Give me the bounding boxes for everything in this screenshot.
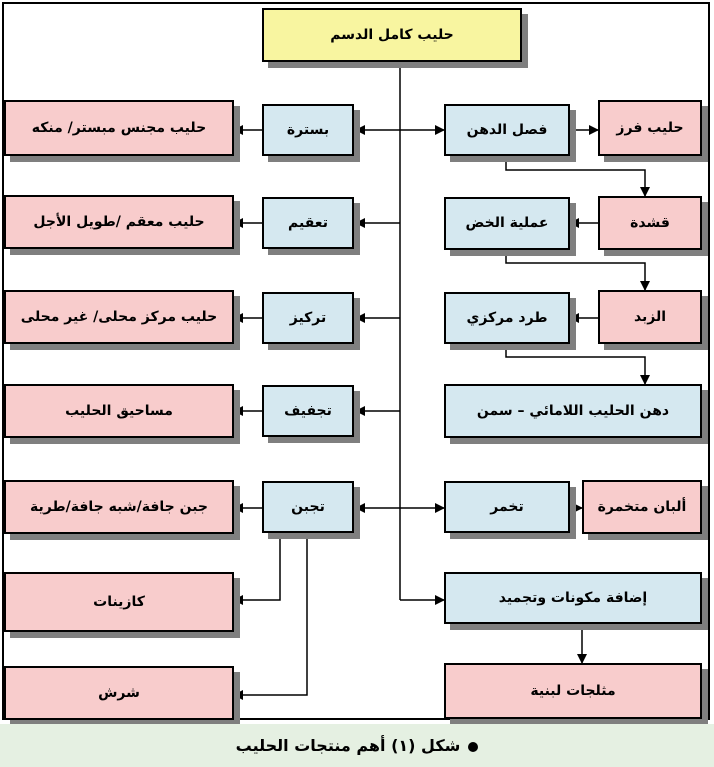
node-ice-cream: مثلجات لبنية <box>444 663 702 719</box>
node-butter: الزبد <box>598 290 702 344</box>
node-sterilization: تعقيم <box>262 197 354 249</box>
node-anhydrous-fat: دهن الحليب اللامائي – سمن <box>444 384 702 438</box>
figure-caption-text: شكل (١) أهم منتجات الحليب <box>235 736 461 755</box>
node-cheese-making: تجبن <box>262 481 354 533</box>
node-whey: شرش <box>4 666 234 720</box>
arrow-to-cream <box>505 156 650 197</box>
node-centrifuge: طرد مركزي <box>444 292 570 344</box>
node-pasteurization: بسترة <box>262 104 354 156</box>
node-sterilized-milk: حليب معقم /طويل الأجل <box>4 195 234 249</box>
node-concentration: تركيز <box>262 292 354 344</box>
node-caseinates: كازينات <box>4 572 234 632</box>
node-add-freeze: إضافة مكونات وتجميد <box>444 572 702 624</box>
bullet-icon <box>468 741 479 752</box>
node-cream: قشدة <box>598 196 702 250</box>
node-milk-powder: مساحيق الحليب <box>4 384 234 438</box>
arrow-to-caseinates <box>233 533 281 605</box>
node-fermented-milk: ألبان متخمرة <box>582 480 702 534</box>
node-fermentation: تخمر <box>444 481 570 533</box>
node-churning: عملية الخض <box>444 197 570 250</box>
caption-bar: شكل (١) أهم منتجات الحليب <box>0 724 714 767</box>
arrow-to-anhydrous-fat <box>505 344 650 385</box>
figure-caption: شكل (١) أهم منتجات الحليب <box>236 736 479 755</box>
node-whole-milk: حليب كامل الدسم <box>262 8 522 62</box>
node-homogenized-milk: حليب مجنس مبستر/ منكه <box>4 100 234 156</box>
node-skim-milk: حليب فرز <box>598 100 702 156</box>
arrow-to-butter <box>505 250 650 291</box>
node-drying: تجفيف <box>262 385 354 437</box>
node-fat-separation: فصل الدهن <box>444 104 570 156</box>
node-concentrated-milk: حليب مركز محلى/ غير محلى <box>4 290 234 344</box>
node-cheese-types: جبن جافة/شبه جافة/طرية <box>4 480 234 534</box>
arrow-to-whey <box>233 533 308 700</box>
